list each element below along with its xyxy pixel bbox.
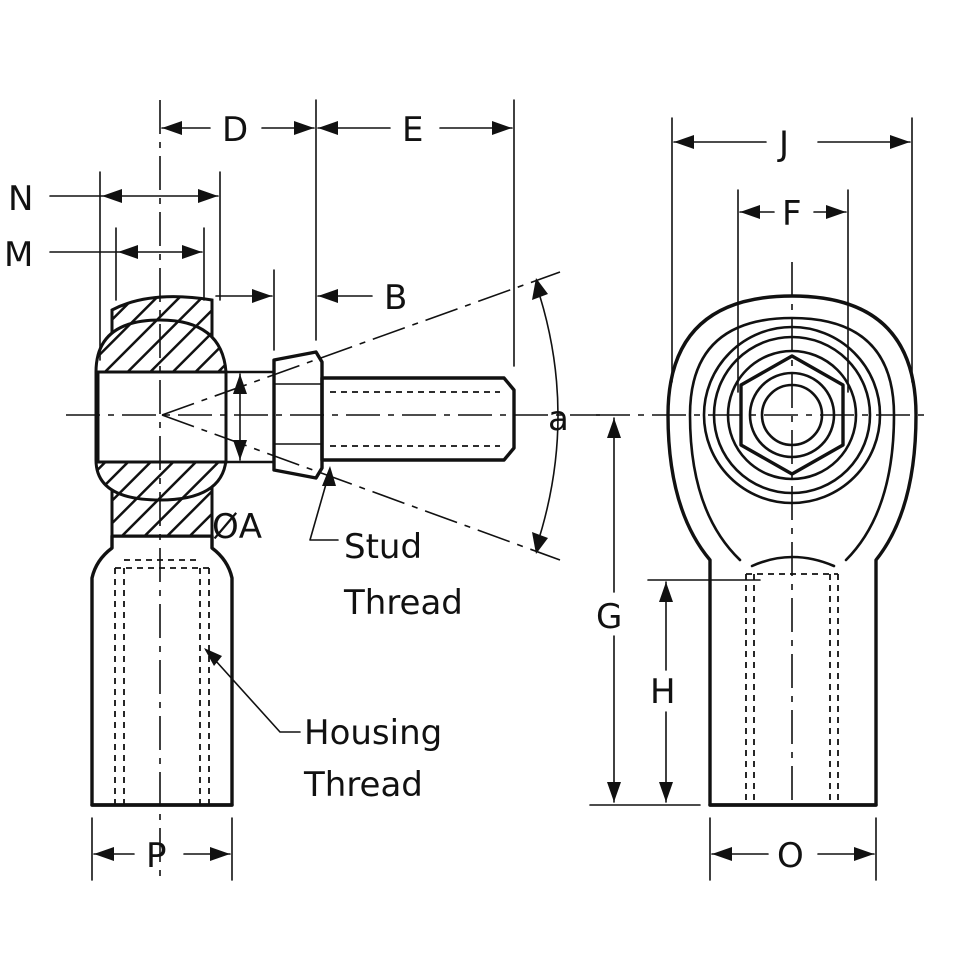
- dim-G: G: [589, 417, 701, 806]
- housing-outline: [666, 294, 918, 807]
- dim-E: E: [317, 99, 515, 367]
- svg-text:M: M: [4, 235, 33, 275]
- svg-text:Thread: Thread: [343, 583, 463, 623]
- svg-text:F: F: [782, 194, 802, 234]
- dim-B: B: [215, 269, 407, 351]
- svg-text:Thread: Thread: [303, 765, 423, 805]
- dim-P: P: [91, 817, 233, 881]
- side-view: a D E N: [4, 99, 600, 881]
- svg-text:B: B: [384, 278, 407, 318]
- svg-text:Housing: Housing: [304, 713, 442, 753]
- svg-text:N: N: [8, 179, 33, 219]
- dim-F: F: [737, 189, 849, 393]
- angle-arrow-top: [532, 278, 548, 300]
- dim-J: J: [671, 117, 913, 383]
- callout-housing-thread: Housing Thread: [204, 648, 442, 805]
- dim-M: M: [4, 227, 205, 301]
- dim-D: D: [161, 99, 317, 341]
- svg-text:ØA: ØA: [212, 507, 262, 547]
- svg-text:O: O: [777, 836, 804, 876]
- stud-thread-body: [320, 376, 516, 462]
- stud-neck: [224, 370, 276, 464]
- front-view: J F G H: [589, 117, 924, 881]
- svg-text:P: P: [146, 836, 167, 876]
- callout-stud-thread: Stud Thread: [309, 466, 463, 623]
- dim-A: ØA: [212, 373, 262, 547]
- dim-O: O: [709, 817, 877, 881]
- svg-text:D: D: [222, 110, 248, 150]
- svg-text:E: E: [402, 110, 423, 150]
- stud-hex: [272, 350, 324, 480]
- svg-text:J: J: [777, 124, 789, 164]
- svg-text:G: G: [596, 597, 622, 637]
- label-alpha: a: [548, 399, 569, 439]
- housing-shank: [90, 534, 234, 807]
- ball-bore: [96, 370, 228, 464]
- svg-text:H: H: [650, 672, 676, 712]
- dim-N: N: [8, 171, 221, 361]
- housing-neck: [750, 555, 836, 568]
- dim-H: H: [647, 579, 761, 803]
- housing-thread-hidden: [114, 559, 210, 805]
- angle-arc: [535, 283, 559, 549]
- angle-arrow-bottom: [532, 532, 548, 554]
- angle-line-lower: [161, 414, 561, 561]
- angle-line-upper: [161, 271, 561, 416]
- svg-text:Stud: Stud: [344, 527, 422, 567]
